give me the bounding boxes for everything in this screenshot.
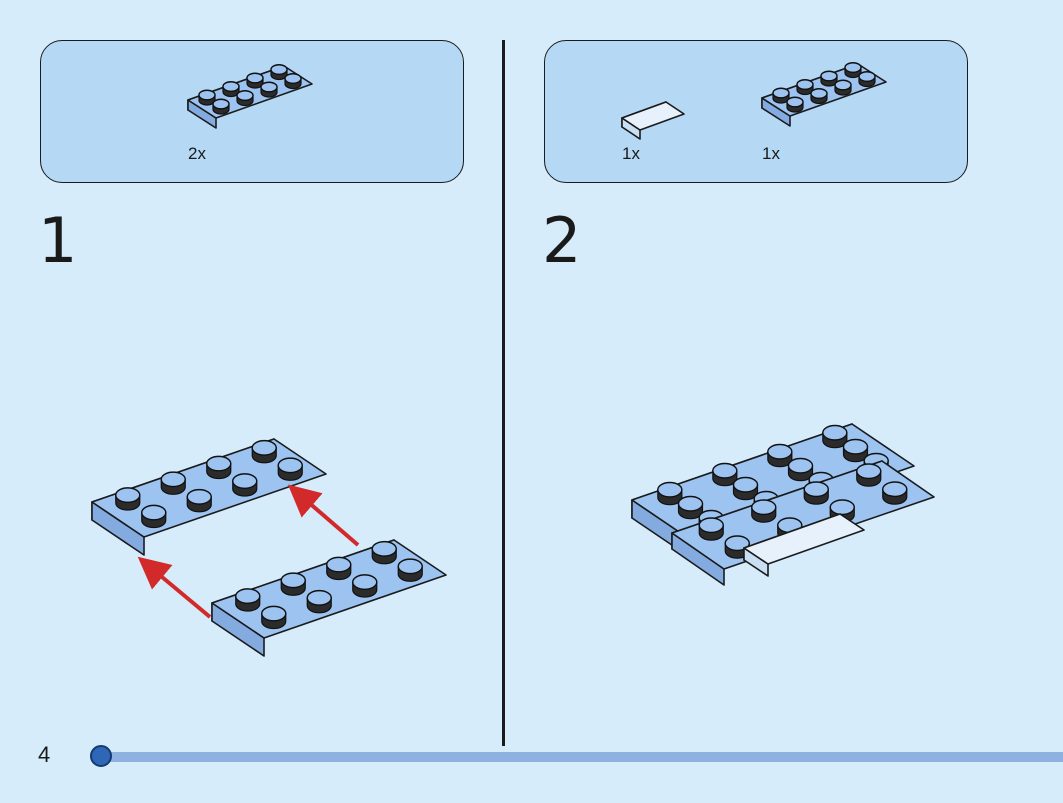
part-plate-2x4-icon [761,62,887,127]
step-1-plate-left [91,438,327,556]
step-2-part-tile-qty: 1x [622,144,640,163]
step-2-tile [743,513,865,577]
progress-bar [103,752,1063,762]
step-1-part-plate-qty: 2x [188,144,206,163]
step-2-part-plate-qty: 1x [762,144,780,163]
step-2-assembly [631,423,935,586]
step-1-parts-panel [40,40,464,183]
step-divider [502,40,505,746]
part-tile-1x2-icon [621,101,685,140]
step-2-parts-panel [544,40,968,183]
step-1-number: 1 [38,204,78,277]
step-1-arrow-lower [137,556,212,619]
progress-indicator-icon [90,745,112,767]
part-plate-2x4-icon [187,64,313,129]
step-1-plate-right [211,539,447,657]
page-number: 4 [38,742,51,767]
step-1-arrow-upper [287,484,360,547]
step-2-number: 2 [542,204,582,277]
